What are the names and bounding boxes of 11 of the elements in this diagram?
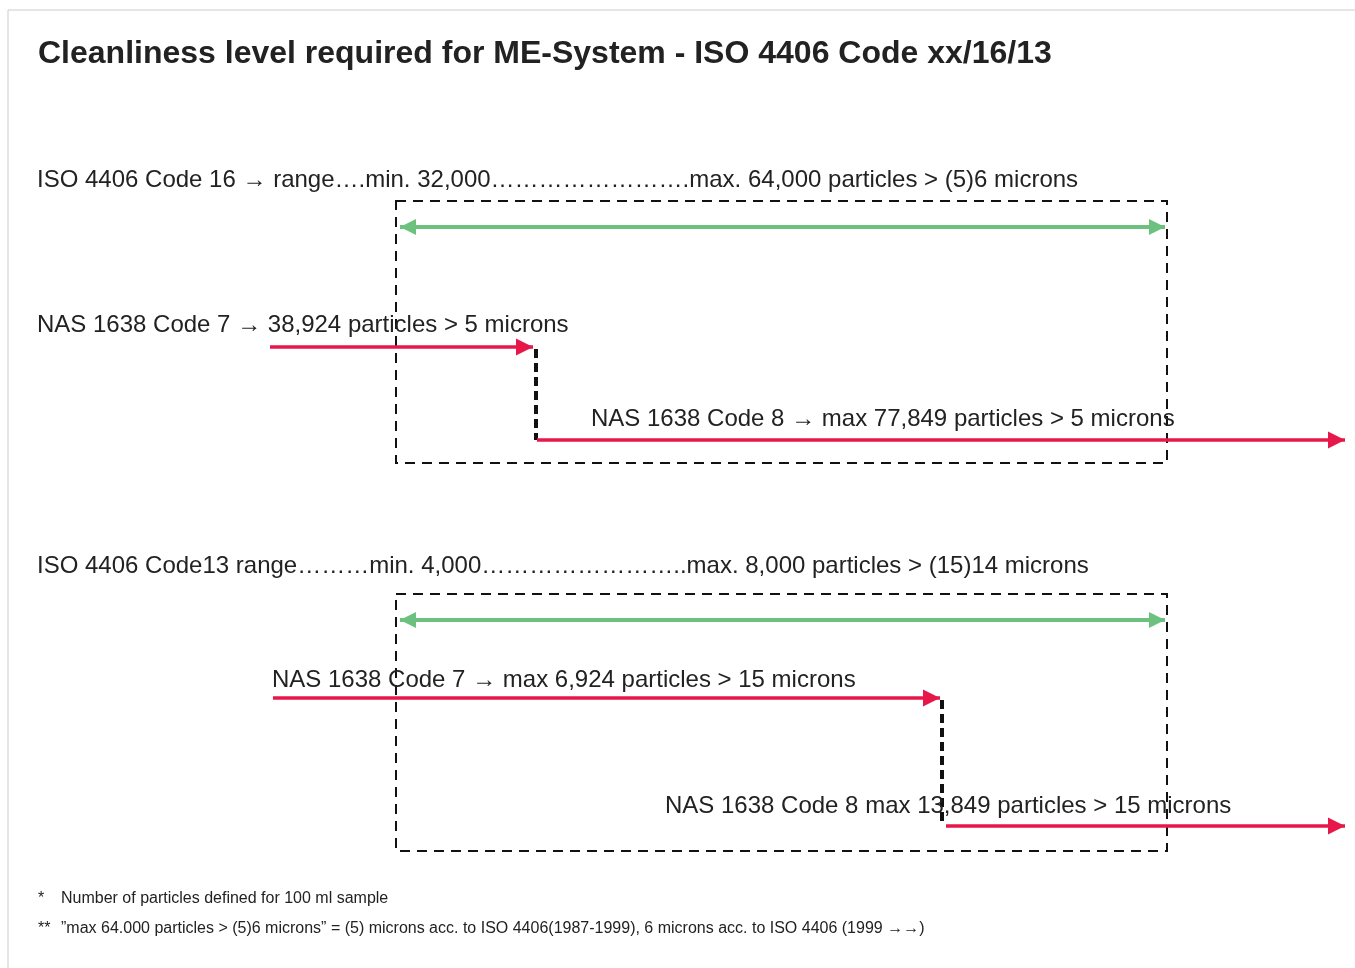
level-text: NAS 1638 Code 7 → 38,924 particles > 5 microns	[37, 310, 569, 338]
title: Cleanliness level required for ME-System - ISO 4406 Code xx/16/13	[38, 34, 1052, 71]
footnote-mark: *	[38, 888, 45, 908]
level-text: NAS 1638 Code 7 → max 6,924 particles > 15 microns	[272, 665, 856, 693]
footnote-text: ”max 64.000 particles > (5)6 microns” = (5) microns acc. to ISO 4406(1987-1999), 6 microns acc. to ISO 4406 (1999 →→)	[61, 918, 925, 938]
footnote-text: Number of particles defined for 100 ml sample	[61, 888, 389, 908]
range-text: ISO 4406 Code13 range………min. 4,000……………………..max. 8,000 particles > (15)14 microns	[37, 551, 1089, 579]
footnote-mark: **	[38, 918, 51, 938]
level-text: NAS 1638 Code 8 → max 77,849 particles > 5 microns	[591, 404, 1175, 432]
range-text: ISO 4406 Code 16 → range….min. 32,000…………………….max. 64,000 particles > (5)6 microns	[37, 165, 1079, 193]
level-text: NAS 1638 Code 8 max 13,849 particles > 15 microns	[665, 791, 1232, 819]
